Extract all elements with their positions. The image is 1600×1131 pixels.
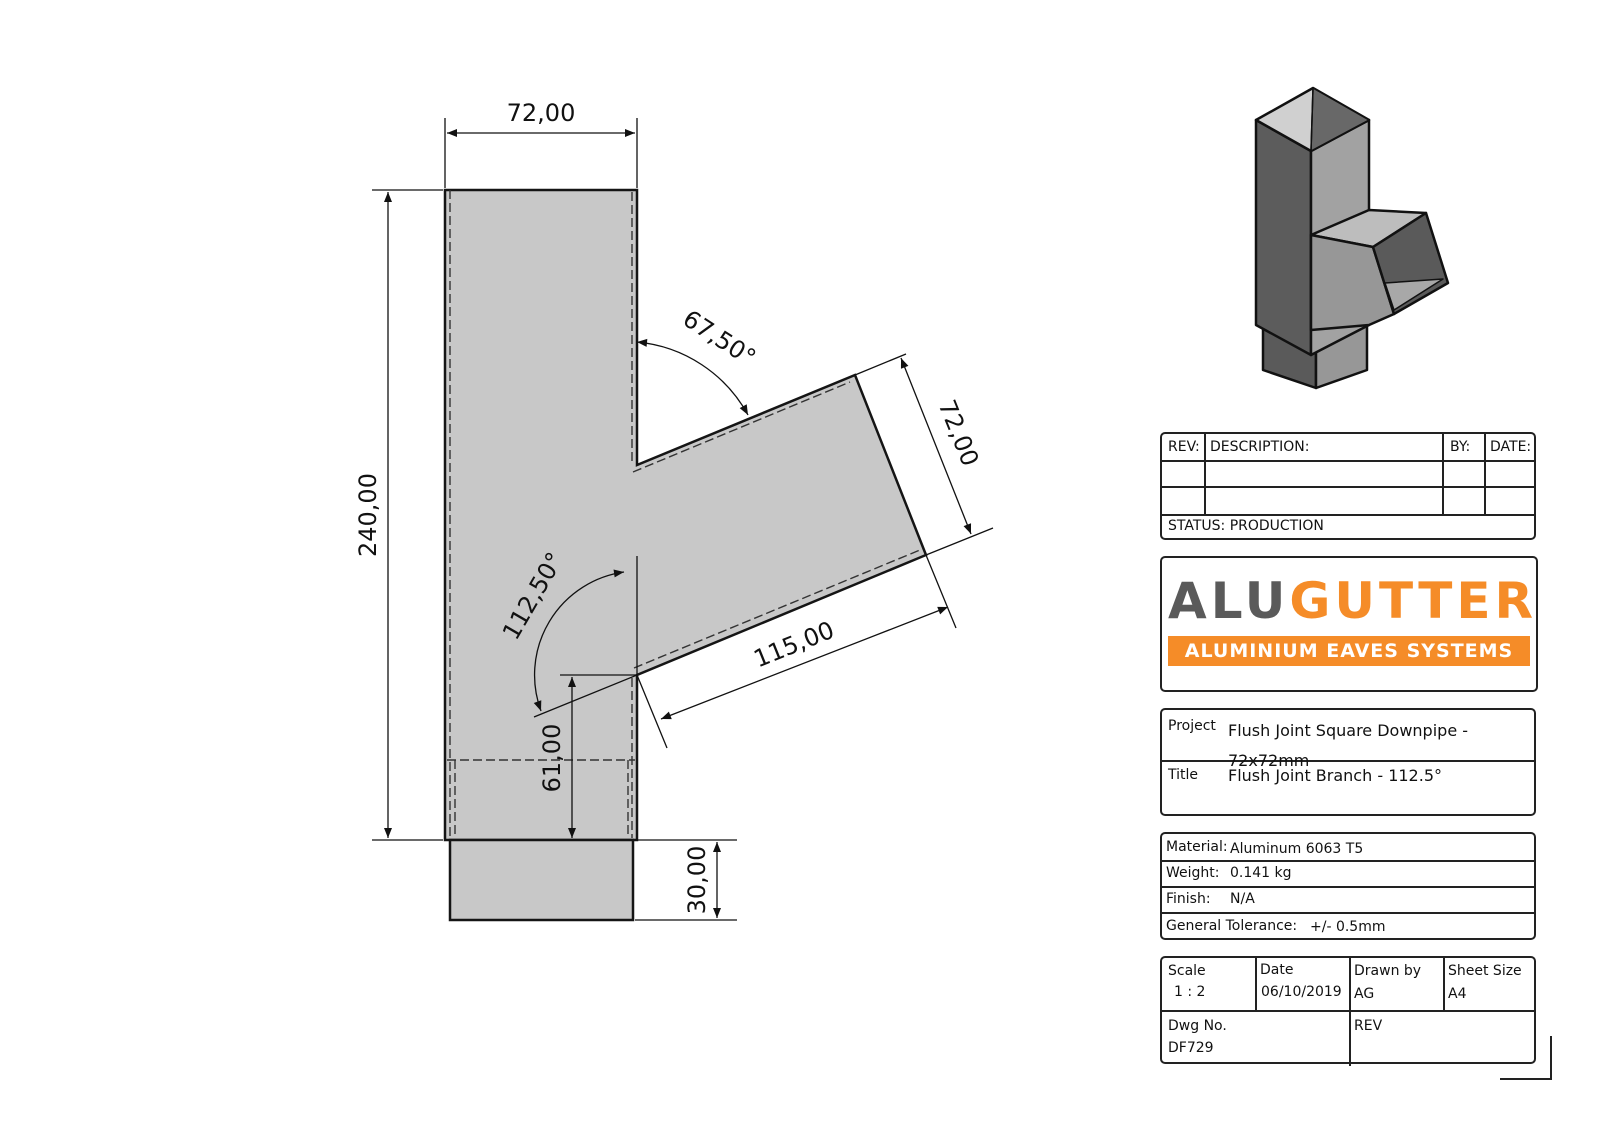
project-box: Project Flush Joint Square Downpipe - 72…: [1160, 708, 1536, 816]
alugutter-logo: ALUGUTTER: [1168, 572, 1533, 630]
dimension-spigot-length: 30,00: [683, 846, 711, 915]
description-header: DESCRIPTION:: [1210, 439, 1310, 455]
by-header: BY:: [1450, 439, 1471, 455]
sheet-size-label: Sheet Size: [1448, 963, 1522, 979]
material-value: Aluminum 6063 T5: [1230, 841, 1364, 857]
logo-gutter: GUTTER: [1289, 572, 1538, 630]
weight-value: 0.141 kg: [1230, 865, 1292, 881]
sheet-size-value: A4: [1448, 986, 1467, 1002]
dimension-top-width: 72,00: [507, 99, 576, 127]
dimension-branch-length: 115,00: [750, 616, 838, 673]
downpipe-branch-part: [443, 188, 928, 922]
tolerance-label: General Tolerance:: [1166, 918, 1298, 934]
drawing-number-label: Dwg No.: [1168, 1018, 1227, 1034]
title-block: Scale 1 : 2 Date 06/10/2019 Drawn by AG …: [1160, 956, 1536, 1066]
title-label: Title: [1168, 767, 1199, 783]
material-label: Material:: [1166, 839, 1228, 855]
tolerance-value: +/- 0.5mm: [1310, 919, 1386, 935]
finish-label: Finish:: [1166, 891, 1211, 907]
dimension-branch-width: 72,00: [933, 396, 985, 470]
logo-alu: ALU: [1168, 572, 1290, 630]
scale-value: 1 : 2: [1174, 984, 1206, 1000]
finish-value: N/A: [1230, 891, 1255, 907]
status-text: STATUS: PRODUCTION: [1168, 518, 1324, 534]
dimension-lines: [384, 129, 972, 918]
isometric-view: [1254, 86, 1450, 390]
date-value: 06/10/2019: [1261, 984, 1342, 1000]
project-label: Project: [1168, 718, 1216, 734]
dimension-total-height: 240,00: [354, 473, 382, 557]
dimension-branch-offset: 61,00: [538, 724, 566, 793]
scale-label: Scale: [1168, 963, 1206, 979]
project-value: Flush Joint Square Downpipe - 72x72mm: [1228, 721, 1469, 770]
dimension-angle-upper: 67,50°: [678, 305, 761, 372]
date-label: Date: [1260, 962, 1294, 978]
logo-box: ALUGUTTER ALUMINIUM EAVES SYSTEMS: [1160, 556, 1538, 692]
drawing-number-value: DF729: [1168, 1040, 1214, 1056]
material-box: Material: Aluminum 6063 T5 Weight: 0.141…: [1160, 832, 1536, 940]
drawn-by-value: AG: [1354, 986, 1375, 1002]
drawn-by-label: Drawn by: [1354, 963, 1422, 979]
sheet-corner-mark: [1500, 1036, 1552, 1080]
rev-label: REV: [1354, 1018, 1383, 1034]
title-value: Flush Joint Branch - 112.5°: [1228, 766, 1442, 785]
logo-subtitle: ALUMINIUM EAVES SYSTEMS: [1168, 636, 1530, 666]
revision-table: REV: DESCRIPTION: BY: DATE: STATUS: PROD…: [1160, 432, 1536, 540]
date-header: DATE:: [1490, 439, 1532, 455]
rev-header: REV:: [1168, 439, 1200, 455]
weight-label: Weight:: [1166, 865, 1220, 881]
